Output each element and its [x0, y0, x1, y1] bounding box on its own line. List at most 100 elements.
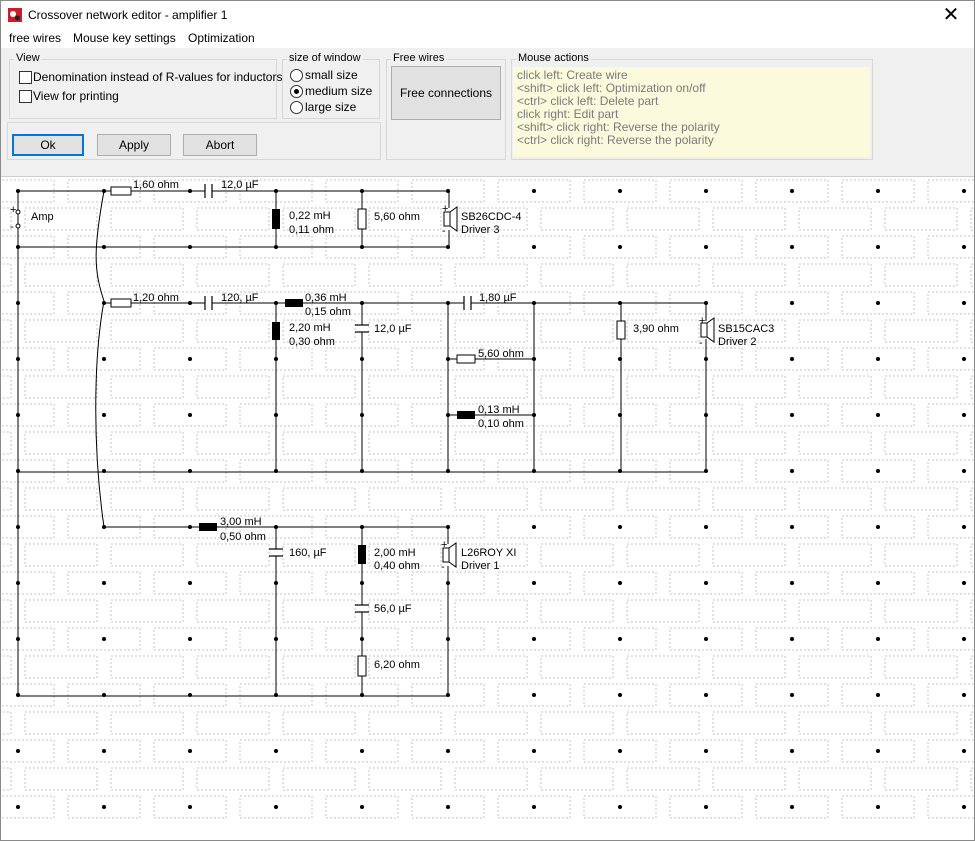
grid-cell[interactable] — [67, 291, 141, 315]
grid-node[interactable] — [274, 693, 278, 697]
grid-cell[interactable] — [626, 543, 700, 567]
grid-cell[interactable] — [626, 207, 700, 231]
grid-node[interactable] — [188, 245, 192, 249]
grid-cell[interactable] — [798, 599, 872, 623]
grid-cell[interactable] — [1, 347, 55, 371]
grid-cell[interactable] — [798, 263, 872, 287]
menu-optimization[interactable]: Optimization — [188, 31, 255, 45]
grid-node[interactable] — [360, 805, 364, 809]
grid-cell[interactable] — [239, 739, 313, 763]
grid-node[interactable] — [188, 805, 192, 809]
grid-node[interactable] — [532, 749, 536, 753]
grid-node[interactable] — [360, 637, 364, 641]
grid-node[interactable] — [790, 357, 794, 361]
inductor-b1-l1[interactable] — [272, 209, 280, 229]
grid-cell[interactable] — [712, 375, 786, 399]
grid-node[interactable] — [188, 301, 192, 305]
grid-cell[interactable] — [454, 767, 528, 791]
grid-node[interactable] — [102, 413, 106, 417]
grid-cell[interactable] — [755, 795, 829, 819]
grid-cell[interactable] — [712, 263, 786, 287]
grid-cell[interactable] — [497, 683, 571, 707]
grid-cell[interactable] — [669, 515, 743, 539]
grid-node[interactable] — [704, 301, 708, 305]
grid-cell[interactable] — [927, 683, 974, 707]
grid-cell[interactable] — [540, 599, 614, 623]
grid-cell[interactable] — [282, 263, 356, 287]
grid-node[interactable] — [618, 805, 622, 809]
grid-cell[interactable] — [196, 319, 270, 343]
grid-node[interactable] — [704, 693, 708, 697]
grid-cell[interactable] — [196, 767, 270, 791]
grid-cell[interactable] — [368, 767, 442, 791]
grid-node[interactable] — [274, 469, 278, 473]
grid-cell[interactable] — [583, 515, 657, 539]
grid-node[interactable] — [790, 301, 794, 305]
grid-cell[interactable] — [368, 543, 442, 567]
grid-node[interactable] — [360, 525, 364, 529]
grid-cell[interactable] — [67, 795, 141, 819]
grid-node[interactable] — [876, 301, 880, 305]
close-icon[interactable]: ✕ — [942, 4, 960, 26]
grid-cell[interactable] — [110, 319, 184, 343]
grid-cell[interactable] — [884, 319, 958, 343]
grid-node[interactable] — [876, 413, 880, 417]
grid-node[interactable] — [962, 693, 966, 697]
grid-cell[interactable] — [798, 319, 872, 343]
grid-cell[interactable] — [67, 459, 141, 483]
grid-cell[interactable] — [583, 459, 657, 483]
resistor-b1-r1[interactable] — [110, 186, 132, 196]
grid-node[interactable] — [102, 637, 106, 641]
grid-cell[interactable] — [669, 795, 743, 819]
free-connections-button[interactable]: Free connections — [391, 66, 501, 120]
grid-node[interactable] — [618, 469, 622, 473]
grid-cell[interactable] — [110, 375, 184, 399]
grid-cell[interactable] — [626, 655, 700, 679]
grid-cell[interactable] — [153, 627, 227, 651]
grid-node[interactable] — [876, 357, 880, 361]
grid-cell[interactable] — [368, 319, 442, 343]
grid-node[interactable] — [446, 245, 450, 249]
grid-node[interactable] — [274, 301, 278, 305]
grid-cell[interactable] — [110, 655, 184, 679]
grid-node[interactable] — [532, 301, 536, 305]
large-size-radio[interactable] — [290, 101, 303, 114]
grid-cell[interactable] — [24, 487, 98, 511]
inductor-b2-l3[interactable] — [457, 411, 475, 419]
grid-cell[interactable] — [540, 487, 614, 511]
grid-cell[interactable] — [1, 375, 12, 399]
grid-cell[interactable] — [153, 403, 227, 427]
grid-node[interactable] — [876, 245, 880, 249]
grid-node[interactable] — [962, 245, 966, 249]
grid-cell[interactable] — [583, 795, 657, 819]
grid-node[interactable] — [16, 469, 20, 473]
medium-size-radio[interactable] — [290, 85, 303, 98]
grid-cell[interactable] — [368, 263, 442, 287]
grid-node[interactable] — [962, 469, 966, 473]
grid-cell[interactable] — [927, 515, 974, 539]
grid-cell[interactable] — [196, 711, 270, 735]
grid-cell[interactable] — [196, 431, 270, 455]
grid-node[interactable] — [446, 357, 450, 361]
grid-cell[interactable] — [454, 599, 528, 623]
grid-cell[interactable] — [540, 431, 614, 455]
grid-node[interactable] — [876, 525, 880, 529]
grid-cell[interactable] — [798, 207, 872, 231]
grid-cell[interactable] — [282, 207, 356, 231]
grid-cell[interactable] — [153, 739, 227, 763]
grid-cell[interactable] — [1, 627, 55, 651]
grid-node[interactable] — [360, 189, 364, 193]
grid-cell[interactable] — [798, 431, 872, 455]
grid-cell[interactable] — [884, 599, 958, 623]
grid-cell[interactable] — [626, 263, 700, 287]
grid-cell[interactable] — [669, 571, 743, 595]
grid-cell[interactable] — [755, 739, 829, 763]
grid-node[interactable] — [704, 245, 708, 249]
grid-node[interactable] — [876, 189, 880, 193]
grid-cell[interactable] — [927, 571, 974, 595]
grid-node[interactable] — [446, 581, 450, 585]
grid-cell[interactable] — [368, 431, 442, 455]
grid-node[interactable] — [360, 357, 364, 361]
grid-cell[interactable] — [755, 627, 829, 651]
grid-cell[interactable] — [454, 487, 528, 511]
